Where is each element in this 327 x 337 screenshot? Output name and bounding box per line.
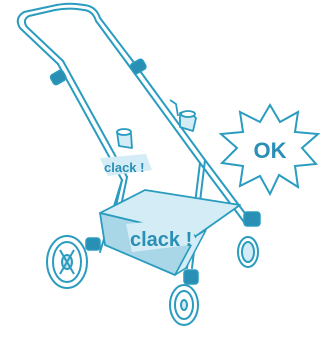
- clack-label-small: clack !: [104, 160, 144, 175]
- ok-label: OK: [254, 138, 287, 163]
- rear-wheel-mount: [244, 212, 260, 226]
- front-left-wheel: [47, 236, 87, 288]
- ok-starburst: OK: [221, 105, 318, 194]
- left-frame-joint: [49, 69, 67, 86]
- front-right-wheel: [170, 285, 198, 325]
- clack-label-large: clack !: [130, 229, 192, 251]
- handlebar-frame: [18, 4, 132, 64]
- rear-right-wheel: [238, 237, 258, 267]
- front-wheel-mount: [184, 270, 198, 284]
- left-wheel-mount: [86, 238, 100, 250]
